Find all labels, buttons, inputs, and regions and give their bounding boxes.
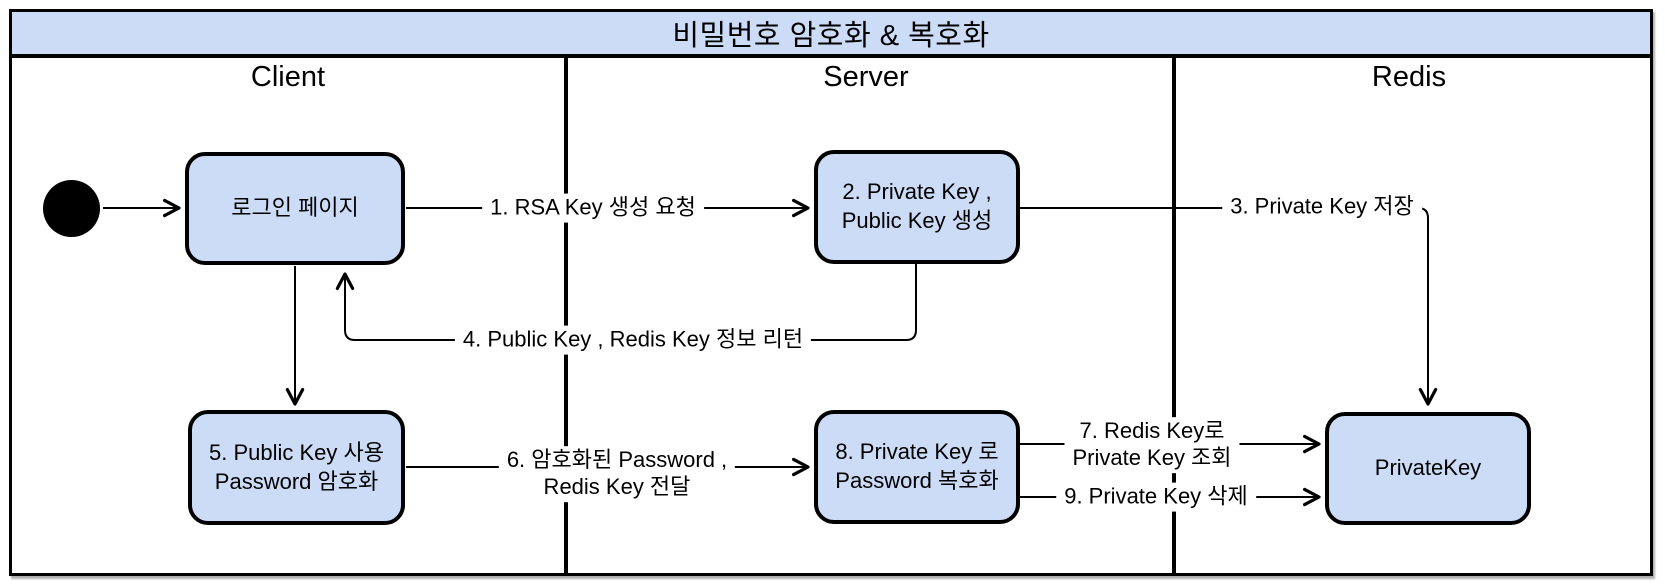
edge-label-9: 9. Private Key 삭제 — [1056, 482, 1256, 512]
state-encrypt-password: 5. Public Key 사용 Password 암호화 — [188, 410, 405, 525]
lane-divider-server-redis — [1172, 57, 1176, 573]
edge-label-6: 6. 암호화된 Password , Redis Key 전달 — [498, 446, 736, 502]
edge-label-4: 4. Public Key , Redis Key 정보 리턴 — [454, 325, 812, 355]
state-login-page: 로그인 페이지 — [185, 152, 405, 265]
lane-label-redis: Redis — [1371, 61, 1447, 93]
diagram-title: 비밀번호 암호화 & 복호화 — [672, 20, 990, 52]
edge-label-1: 1. RSA Key 생성 요청 — [482, 193, 704, 223]
lane-divider-client-server — [564, 57, 568, 573]
lane-label-client: Client — [250, 61, 326, 93]
lane-label-server: Server — [823, 61, 909, 93]
state-decrypt-password: 8. Private Key 로 Password 복호화 — [814, 410, 1020, 524]
state-private-key: PrivateKey — [1325, 412, 1531, 525]
edge-3-private-key-store — [1019, 207, 1438, 406]
state-generate-keys: 2. Private Key , Public Key 생성 — [814, 150, 1020, 264]
edge-label-7: 7. Redis Key로 Private Key 조회 — [1064, 417, 1240, 473]
diagram-title-bar: 비밀번호 암호화 & 복호화 — [9, 9, 1653, 58]
edge-label-3: 3. Private Key 저장 — [1222, 192, 1422, 222]
initial-state-node — [43, 180, 100, 237]
